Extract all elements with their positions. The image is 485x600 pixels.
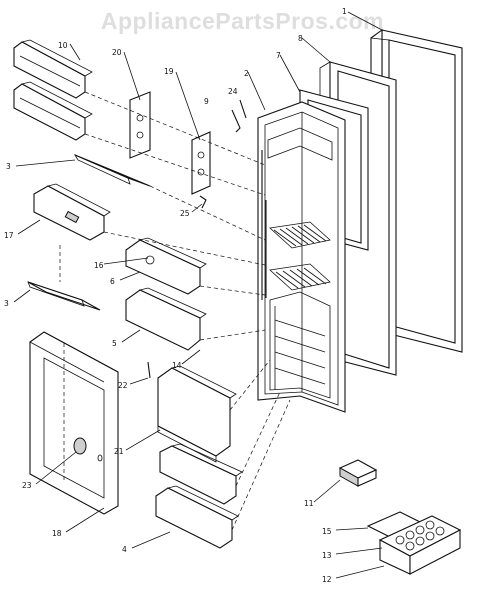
callout-labels: 1 2 3 3 4 5 6 7 8 9 10 11 12 13 14 15 16… — [4, 7, 347, 584]
callout-22: 22 — [118, 381, 128, 390]
callout-15: 15 — [322, 527, 332, 536]
door-bin-10-lower[interactable] — [13, 81, 93, 141]
callout-19: 19 — [164, 67, 174, 76]
clip-25[interactable] — [199, 195, 207, 209]
wire-shelf-middle[interactable] — [269, 263, 331, 291]
screw-22[interactable] — [147, 361, 151, 379]
ice-storage-bin-12[interactable] — [379, 529, 461, 575]
ice-tray-11[interactable] — [338, 459, 378, 487]
callout-17: 17 — [4, 231, 14, 240]
wire-shelf-upper[interactable] — [269, 221, 331, 249]
callout-18: 18 — [52, 529, 62, 538]
lower-section — [269, 291, 331, 399]
callout-14: 14 — [172, 361, 182, 370]
dispenser-frame-18[interactable] — [29, 331, 119, 515]
door-gasket-outer[interactable] — [370, 28, 463, 353]
bracket-20[interactable] — [129, 91, 151, 159]
callout-2: 2 — [244, 69, 249, 78]
callout-1: 1 — [342, 7, 347, 16]
watermark: AppliancePartsPros.com — [100, 8, 385, 34]
callout-4: 4 — [122, 545, 127, 554]
bin-17[interactable] — [33, 183, 111, 241]
door-bin-4-upper[interactable] — [159, 443, 243, 505]
screw-9[interactable] — [231, 109, 241, 133]
callout-6: 6 — [110, 277, 115, 286]
knob-23[interactable] — [73, 437, 103, 462]
callout-23: 23 — [22, 481, 32, 490]
callout-24: 24 — [228, 87, 238, 96]
shelf-3-upper[interactable] — [74, 154, 151, 187]
cover-21[interactable] — [157, 365, 237, 463]
door-bin-6[interactable] — [125, 237, 207, 295]
callout-16: 16 — [94, 261, 104, 270]
callout-10: 10 — [58, 41, 68, 50]
callout-8: 8 — [298, 34, 303, 43]
cabinet-liner[interactable] — [257, 101, 346, 413]
callout-3-lower: 3 — [4, 299, 9, 308]
bracket-19[interactable] — [191, 131, 211, 195]
screw-24[interactable] — [239, 99, 247, 119]
callout-11: 11 — [304, 499, 314, 508]
assembly-guides — [59, 91, 291, 531]
callout-20: 20 — [112, 48, 122, 57]
door-bin-5[interactable] — [125, 287, 207, 351]
leader-lines — [13, 11, 385, 579]
callout-12: 12 — [322, 575, 332, 584]
shelf-3-lower[interactable] — [27, 281, 101, 311]
callout-21: 21 — [114, 447, 124, 456]
callout-9: 9 — [204, 97, 209, 106]
callout-25: 25 — [180, 209, 190, 218]
callout-3-upper: 3 — [6, 162, 11, 171]
callout-7: 7 — [276, 51, 281, 60]
callout-5: 5 — [112, 339, 117, 348]
callout-13: 13 — [322, 551, 332, 560]
